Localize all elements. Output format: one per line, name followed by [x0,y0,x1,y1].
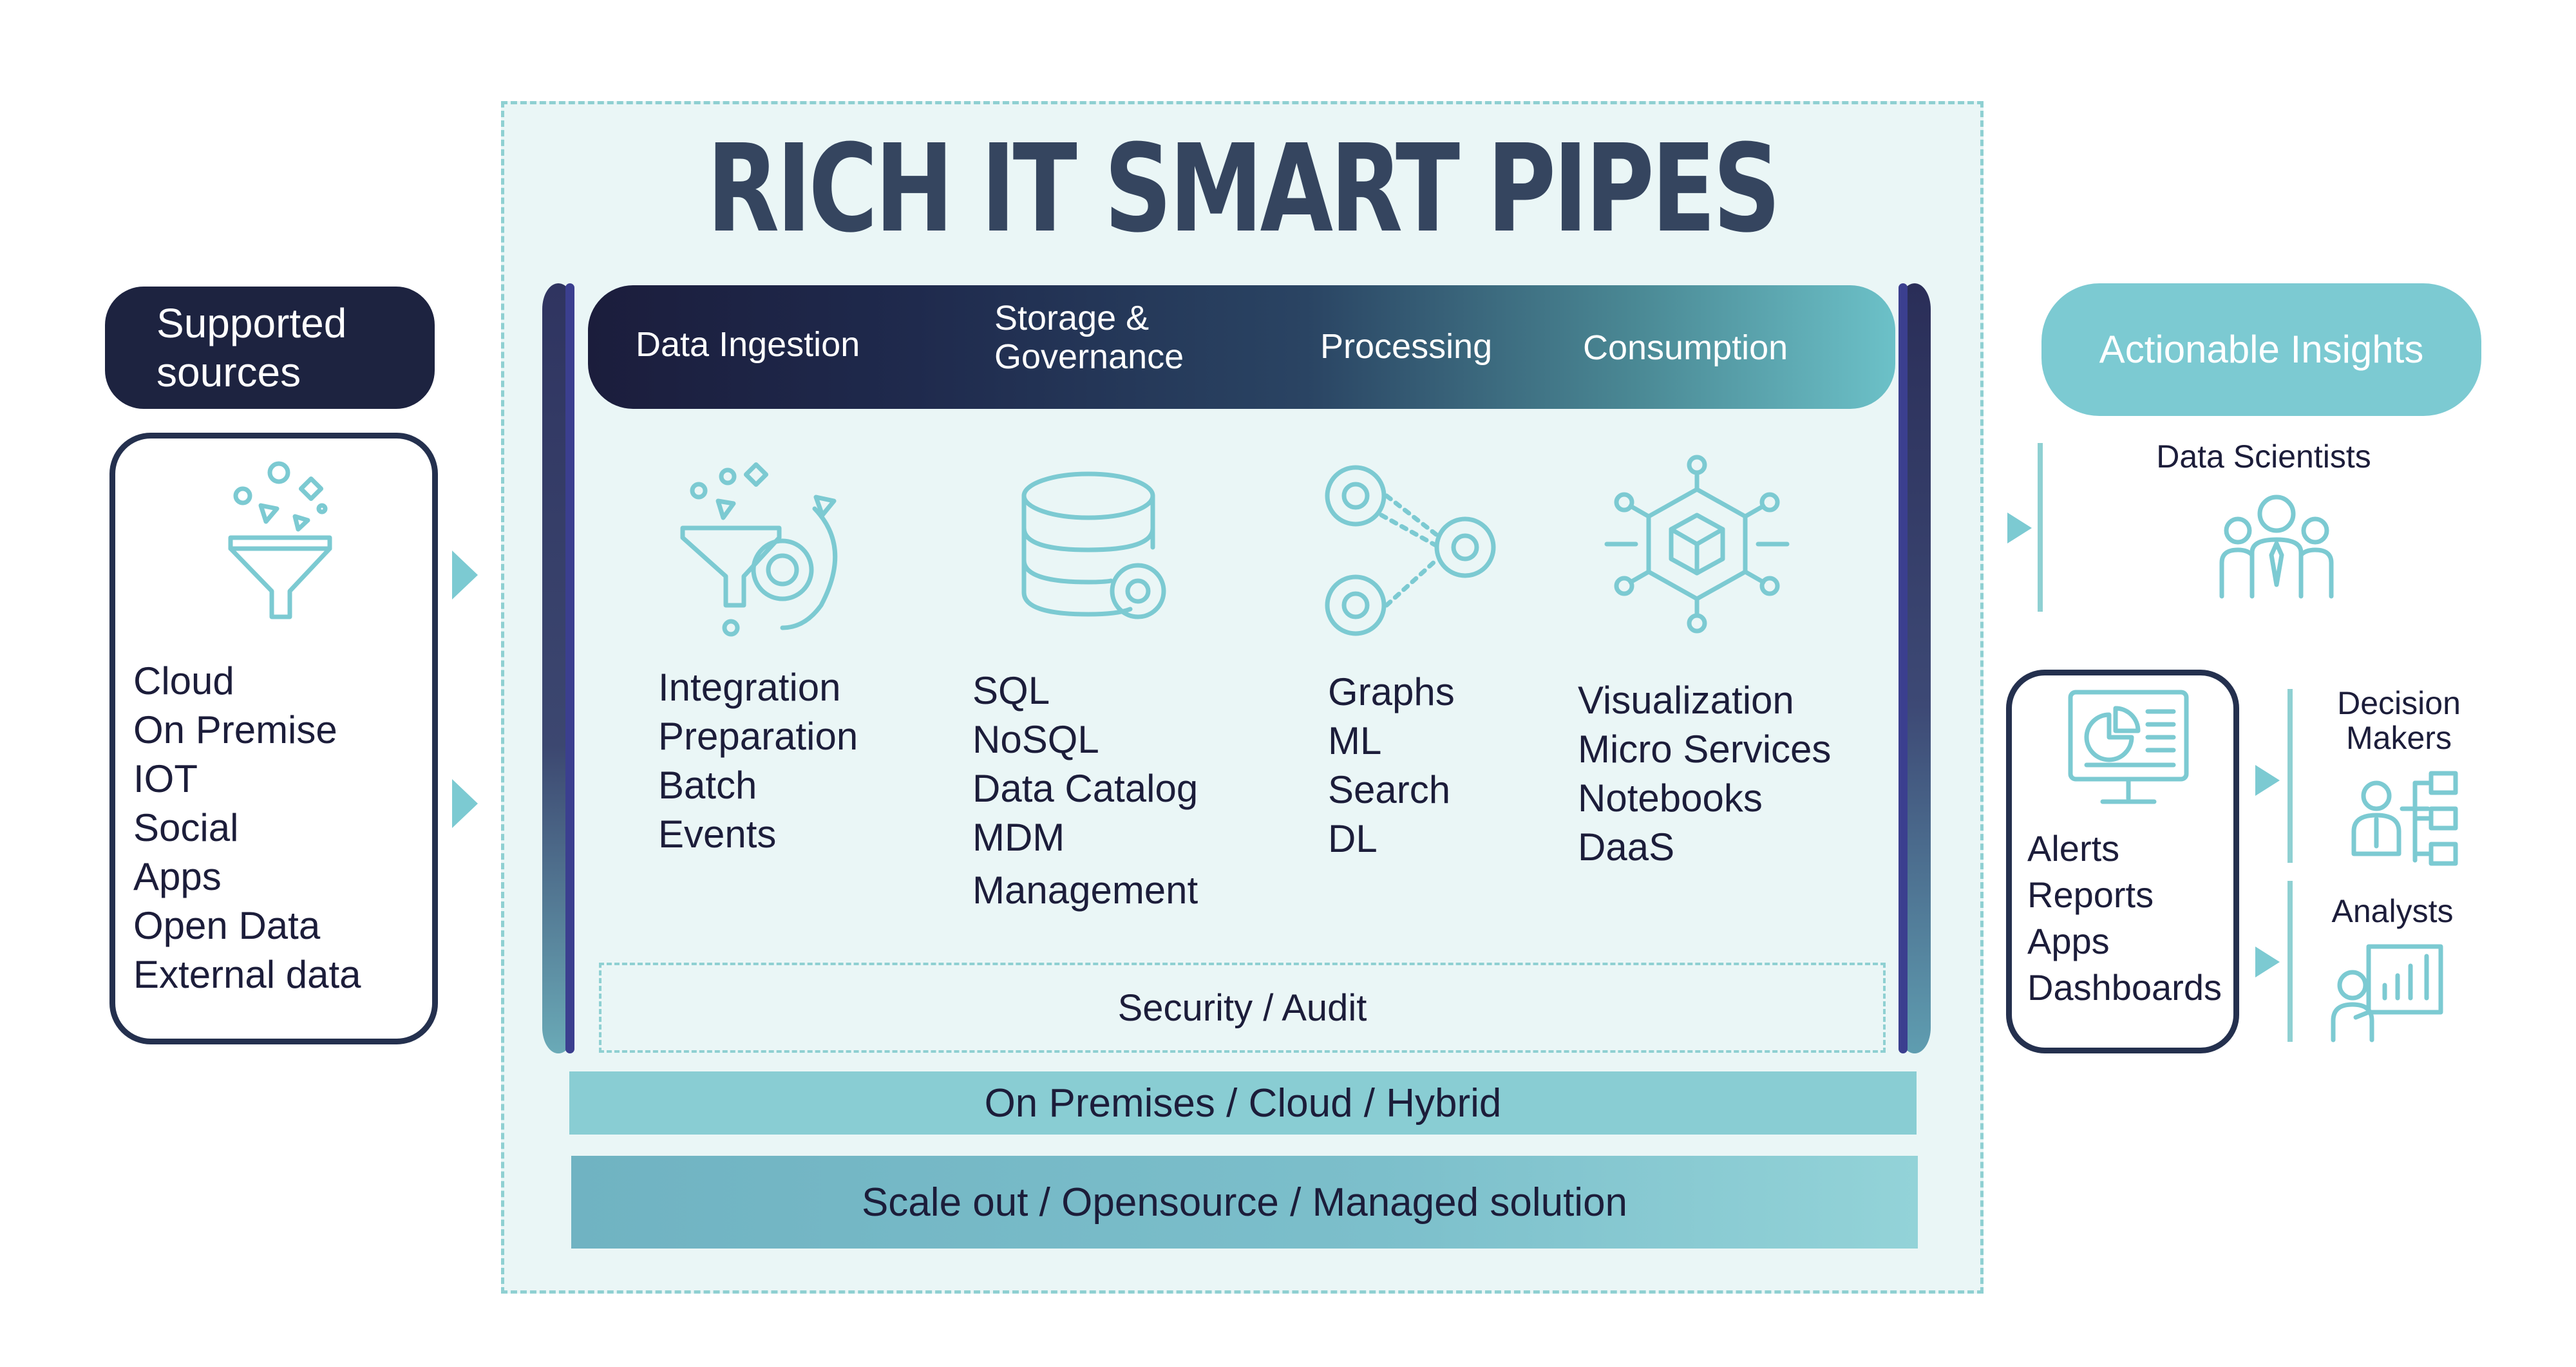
ingestion-item: Preparation [658,715,858,758]
storage-item: Data Catalog [972,767,1198,810]
processing-item: DL [1328,817,1378,860]
arrow-right-icon [2255,947,2280,977]
storage-item: SQL [972,669,1050,712]
analysts-label: Analysts [2331,893,2454,929]
ingestion-item: Integration [658,666,841,709]
actionable-insights-heading: Actionable Insights [2041,283,2481,416]
ingestion-item: Batch [658,764,757,807]
source-item: External data [133,953,361,996]
storage-list: SQL NoSQL Data Catalog MDM Management [972,666,1198,915]
source-item: IOT [133,757,198,800]
arrow-right-icon [2255,765,2280,796]
storage-item: Management [972,869,1198,912]
sources-box [109,433,438,1044]
output-item: Reports [2027,874,2154,915]
pipe-right-edge [1899,283,1908,1053]
deployment-bar: On Premises / Cloud / Hybrid [569,1071,1917,1135]
monitor-dashboard-icon [2068,690,2189,804]
outputs-list: Alerts Reports Apps Dashboards [2027,825,2222,1011]
source-item: On Premise [133,708,337,751]
page-title: RICH IT SMART PIPES [706,118,1781,259]
analyst-chart-icon [2331,944,2443,1042]
cube-network-icon [1604,455,1790,634]
stage-label-processing: Processing [1320,327,1493,366]
stage-label-consumption: Consumption [1583,328,1788,367]
source-item: Social [133,806,239,849]
decision-makers-label: Decision Makers [2337,685,2461,756]
source-item: Apps [133,855,222,898]
processing-list: Graphs ML Search DL [1328,668,1455,863]
ingestion-list: Integration Preparation Batch Events [658,663,858,859]
consumption-item: Visualization [1578,679,1794,722]
supported-sources-heading: Supported sources [105,287,435,409]
ingestion-item: Events [658,813,777,856]
funnel-gear-icon [680,462,838,637]
gears-network-icon [1325,465,1496,636]
arrow-right-icon [2007,513,2032,543]
database-gear-icon [1021,471,1166,619]
security-audit-box: Security / Audit [599,963,1886,1053]
stage-label-storage: Storage & Governance [994,299,1184,376]
source-item: Cloud [133,659,234,702]
funnel-icon [228,461,332,619]
consumption-item: DaaS [1578,825,1675,869]
output-item: Dashboards [2027,967,2222,1008]
stage-label-ingestion: Data Ingestion [636,325,860,364]
divider-line [2287,881,2293,1042]
output-item: Alerts [2027,828,2120,869]
data-scientists-label: Data Scientists [2156,438,2371,475]
pipe-left-edge [565,283,574,1053]
consumption-item: Micro Services [1578,728,1832,771]
scale-bar: Scale out / Opensource / Managed solutio… [571,1156,1918,1249]
storage-item: MDM [972,816,1065,859]
divider-line [2287,689,2293,863]
processing-item: Graphs [1328,670,1455,713]
processing-item: ML [1328,719,1382,762]
arrow-right-icon [452,551,478,599]
divider-line [2038,443,2043,612]
storage-item: NoSQL [972,718,1099,761]
source-item: Open Data [133,904,321,947]
output-item: Apps [2027,921,2110,961]
org-chart-person-icon [2351,771,2458,866]
sources-list: Cloud On Premise IOT Social Apps Open Da… [133,657,361,999]
consumption-item: Notebooks [1578,777,1763,820]
stages-band [588,285,1895,409]
team-people-icon [2219,495,2334,599]
arrow-right-icon [452,779,478,828]
consumption-list: Visualization Micro Services Notebooks D… [1578,676,1831,872]
outputs-box [2006,670,2239,1053]
processing-item: Search [1328,768,1451,811]
